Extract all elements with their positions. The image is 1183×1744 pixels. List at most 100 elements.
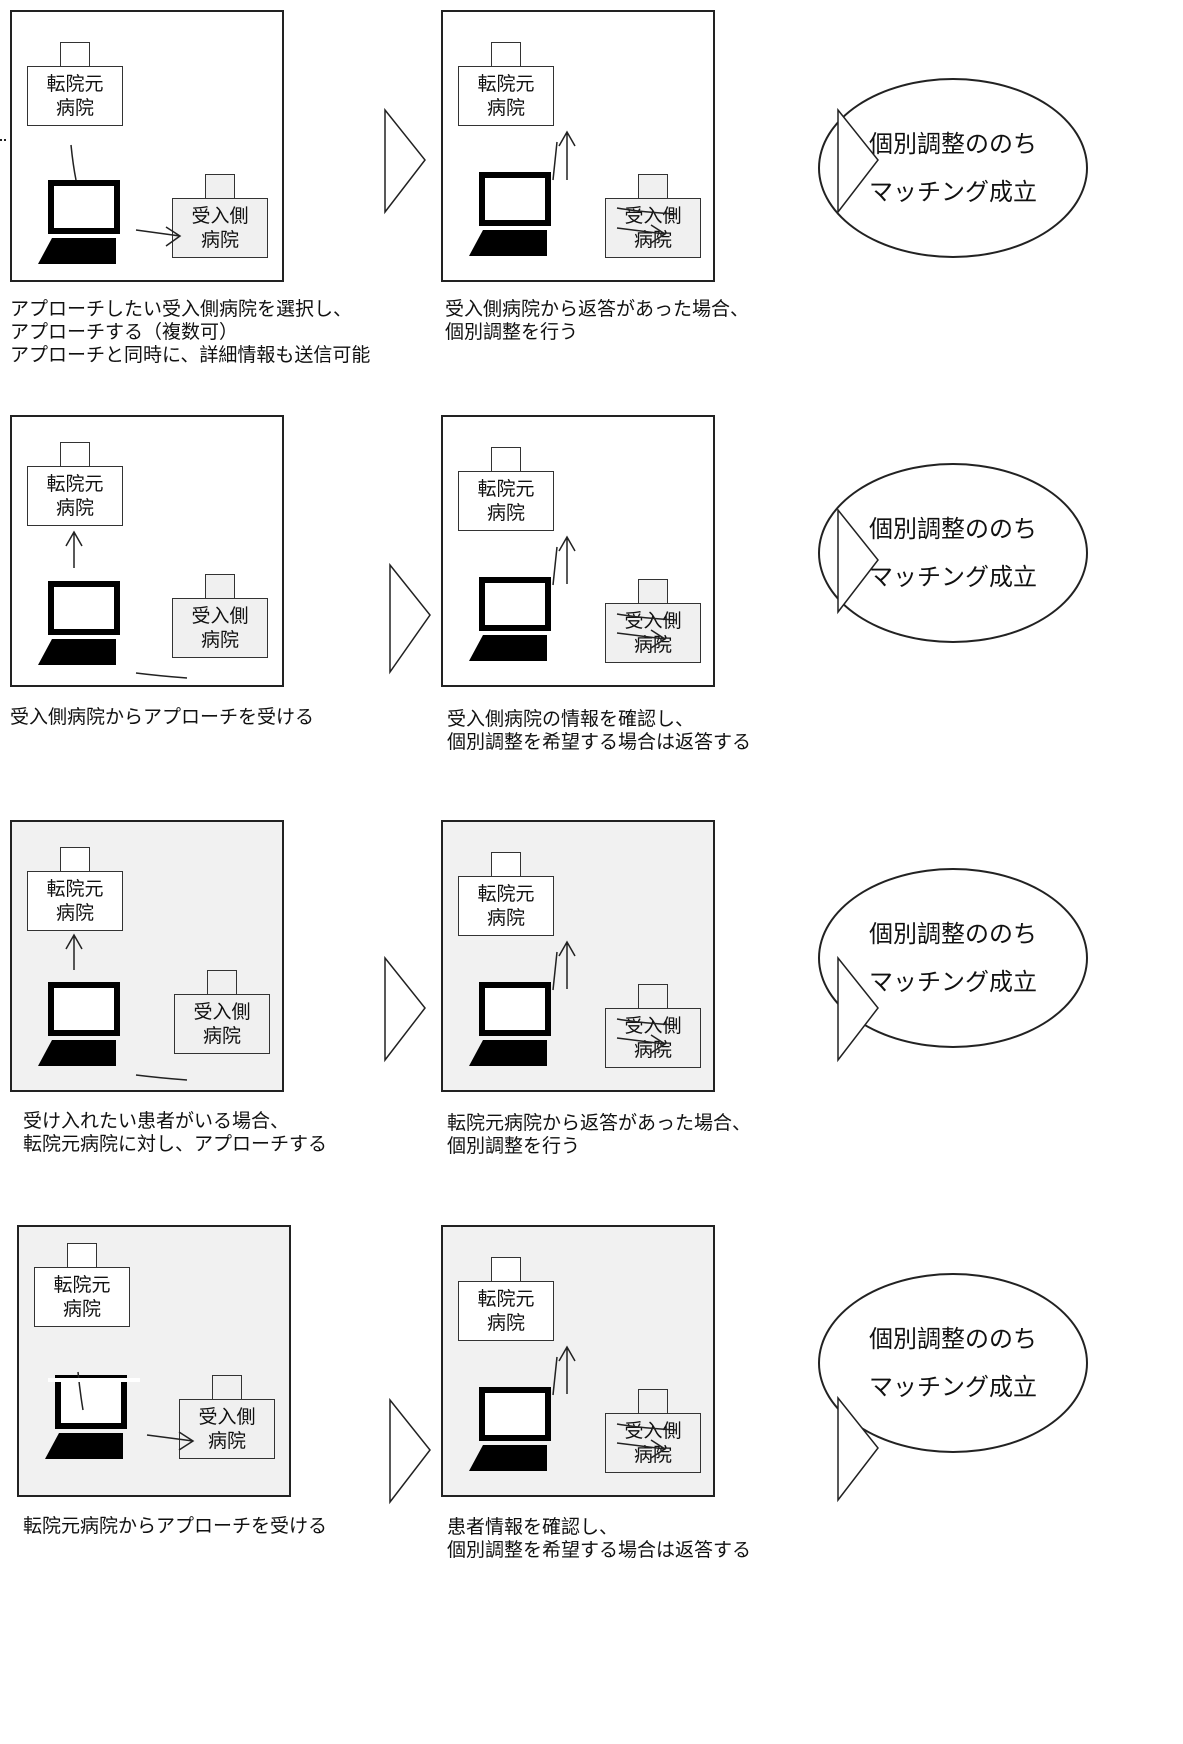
receiving-hospital-label-1: 受入側 — [191, 605, 249, 627]
receiving-hospital-label-2: 病院 — [200, 629, 239, 651]
caption-line: 患者情報を確認し、 — [447, 1516, 619, 1538]
receiving-hospital-label-1: 受入側 — [193, 1001, 251, 1023]
caption-line: 転院元病院からアプローチを受ける — [23, 1515, 328, 1537]
source-hospital: 転院元 病院 — [458, 447, 554, 537]
caption-line: 受け入れたい患者がいる場合、 — [23, 1110, 290, 1132]
receiving-hospital-label-1: 受入側 — [624, 1420, 682, 1442]
source-hospital-label-1: 転院元 — [477, 1288, 535, 1310]
row4-left-caption: 転院元病院からアプローチを受ける — [23, 1515, 327, 1538]
source-hospital-label-1: 転院元 — [46, 73, 104, 95]
source-hospital: 転院元 病院 — [458, 1257, 554, 1347]
result-line-2: マッチング成立 — [869, 563, 1037, 591]
receiving-hospital: 受入側 病院 — [605, 579, 701, 669]
row3-right-caption: 転院元病院から返答があった場合、 個別調整を行う — [447, 1112, 751, 1158]
source-hospital-label-2: 病院 — [55, 902, 94, 924]
receiving-hospital-label-2: 病院 — [633, 229, 672, 251]
caption-line: アプローチしたい受入側病院を選択し、 — [10, 298, 353, 320]
row4-right-caption: 患者情報を確認し、 個別調整を希望する場合は返答する — [447, 1516, 751, 1562]
source-hospital: 転院元 病院 — [27, 847, 123, 937]
receiving-hospital: 受入側 病院 — [605, 984, 701, 1074]
source-hospital-label-1: 転院元 — [46, 878, 104, 900]
caption-line: 個別調整を行う — [445, 321, 579, 343]
source-hospital: 転院元 病院 — [34, 1243, 130, 1333]
row3-right-panel: 転院元 病院 受入側 病院 — [441, 820, 715, 1092]
laptop-icon — [469, 1387, 569, 1475]
step-chevron — [384, 107, 426, 215]
matching-result-ellipse: 個別調整ののち マッチング成立 — [818, 868, 1088, 1048]
row1-left-panel: 転院元 病院 受入側 病院 — [10, 10, 284, 282]
source-hospital-label-1: 転院元 — [477, 883, 535, 905]
receiving-hospital-label-2: 病院 — [202, 1025, 241, 1047]
caption-line: 転院元病院から返答があった場合、 — [447, 1112, 752, 1134]
row3-left-caption: 受け入れたい患者がいる場合、 転院元病院に対し、アプローチする — [23, 1110, 327, 1156]
laptop-icon — [469, 577, 569, 665]
step-chevron — [384, 955, 426, 1063]
receiving-hospital-label-1: 受入側 — [624, 610, 682, 632]
caption-line: アプローチする（複数可） — [10, 321, 239, 343]
row4-right-panel: 転院元 病院 受入側 病院 — [441, 1225, 715, 1497]
source-hospital-label-2: 病院 — [55, 497, 94, 519]
receiving-hospital: 受入側 病院 — [172, 174, 268, 264]
source-hospital: 転院元 病院 — [27, 442, 123, 532]
laptop-icon — [45, 1375, 145, 1463]
step-chevron — [389, 1397, 431, 1505]
caption-line: 受入側病院の情報を確認し、 — [447, 708, 695, 730]
caption-line: アプローチと同時に、詳細情報も送信可能 — [10, 344, 371, 366]
source-hospital-label-2: 病院 — [486, 907, 525, 929]
row3-left-panel: 転院元 病院 受入側 病院 — [10, 820, 284, 1092]
receiving-hospital-label-2: 病院 — [633, 1039, 672, 1061]
receiving-hospital: 受入側 病院 — [605, 174, 701, 264]
row2-right-panel: 転院元 病院 受入側 病院 — [441, 415, 715, 687]
caption-line: 受入側病院から返答があった場合、 — [445, 298, 750, 320]
result-line-2: マッチング成立 — [869, 1373, 1037, 1401]
receiving-hospital-label-2: 病院 — [633, 634, 672, 656]
receiving-hospital-label-1: 受入側 — [624, 205, 682, 227]
laptop-icon — [38, 581, 138, 669]
result-line-2: マッチング成立 — [869, 178, 1037, 206]
row2-left-panel: 転院元 病院 受入側 病院 — [10, 415, 284, 687]
row4-left-panel: 転院元 病院 受入側 病院 — [17, 1225, 291, 1497]
source-hospital-label-1: 転院元 — [46, 473, 104, 495]
result-line-1: 個別調整ののち — [869, 1325, 1037, 1353]
laptop-icon — [469, 982, 569, 1070]
receiving-hospital-label-1: 受入側 — [198, 1406, 256, 1428]
laptop-icon — [38, 180, 138, 268]
source-hospital: 転院元 病院 — [458, 852, 554, 942]
receiving-hospital: 受入側 病院 — [605, 1389, 701, 1479]
receiving-hospital: 受入側 病院 — [179, 1375, 275, 1465]
receiving-hospital-label-2: 病院 — [207, 1430, 246, 1452]
receiving-hospital-label-1: 受入側 — [191, 205, 249, 227]
matching-result-ellipse: 個別調整ののち マッチング成立 — [818, 1273, 1088, 1453]
source-hospital-label-2: 病院 — [55, 97, 94, 119]
laptop-icon — [469, 172, 569, 260]
receiving-hospital: 受入側 病院 — [172, 574, 268, 664]
caption-line: 転院元病院に対し、アプローチする — [23, 1133, 328, 1155]
row1-right-panel: 転院元 病院 受入側 病院 — [441, 10, 715, 282]
source-hospital-label-2: 病院 — [486, 97, 525, 119]
matching-result-ellipse: 個別調整ののち マッチング成立 — [818, 463, 1088, 643]
receiving-hospital-label-2: 病院 — [633, 1444, 672, 1466]
row2-right-caption: 受入側病院の情報を確認し、 個別調整を希望する場合は返答する — [447, 708, 751, 754]
source-hospital-label-1: 転院元 — [53, 1274, 111, 1296]
row2-left-caption: 受入側病院からアプローチを受ける — [10, 706, 314, 729]
result-line-2: マッチング成立 — [869, 968, 1037, 996]
source-hospital-label-2: 病院 — [62, 1298, 101, 1320]
row1-right-caption: 受入側病院から返答があった場合、 個別調整を行う — [445, 298, 749, 344]
source-hospital: 転院元 病院 — [27, 42, 123, 132]
result-line-1: 個別調整ののち — [869, 515, 1037, 543]
caption-line: 個別調整を行う — [447, 1135, 581, 1157]
receiving-hospital: 受入側 病院 — [174, 970, 270, 1060]
result-line-1: 個別調整ののち — [869, 920, 1037, 948]
caption-line: 受入側病院からアプローチを受ける — [10, 706, 315, 728]
source-hospital-label-2: 病院 — [486, 502, 525, 524]
caption-line: 個別調整を希望する場合は返答する — [447, 731, 752, 753]
laptop-icon — [38, 982, 138, 1070]
result-line-1: 個別調整ののち — [869, 130, 1037, 158]
source-hospital-label-1: 転院元 — [477, 73, 535, 95]
matching-result-ellipse: 個別調整ののち マッチング成立 — [818, 78, 1088, 258]
source-hospital: 転院元 病院 — [458, 42, 554, 132]
receiving-hospital-label-2: 病院 — [200, 229, 239, 251]
source-hospital-label-1: 転院元 — [477, 478, 535, 500]
receiving-hospital-label-1: 受入側 — [624, 1015, 682, 1037]
caption-line: 個別調整を希望する場合は返答する — [447, 1539, 752, 1561]
